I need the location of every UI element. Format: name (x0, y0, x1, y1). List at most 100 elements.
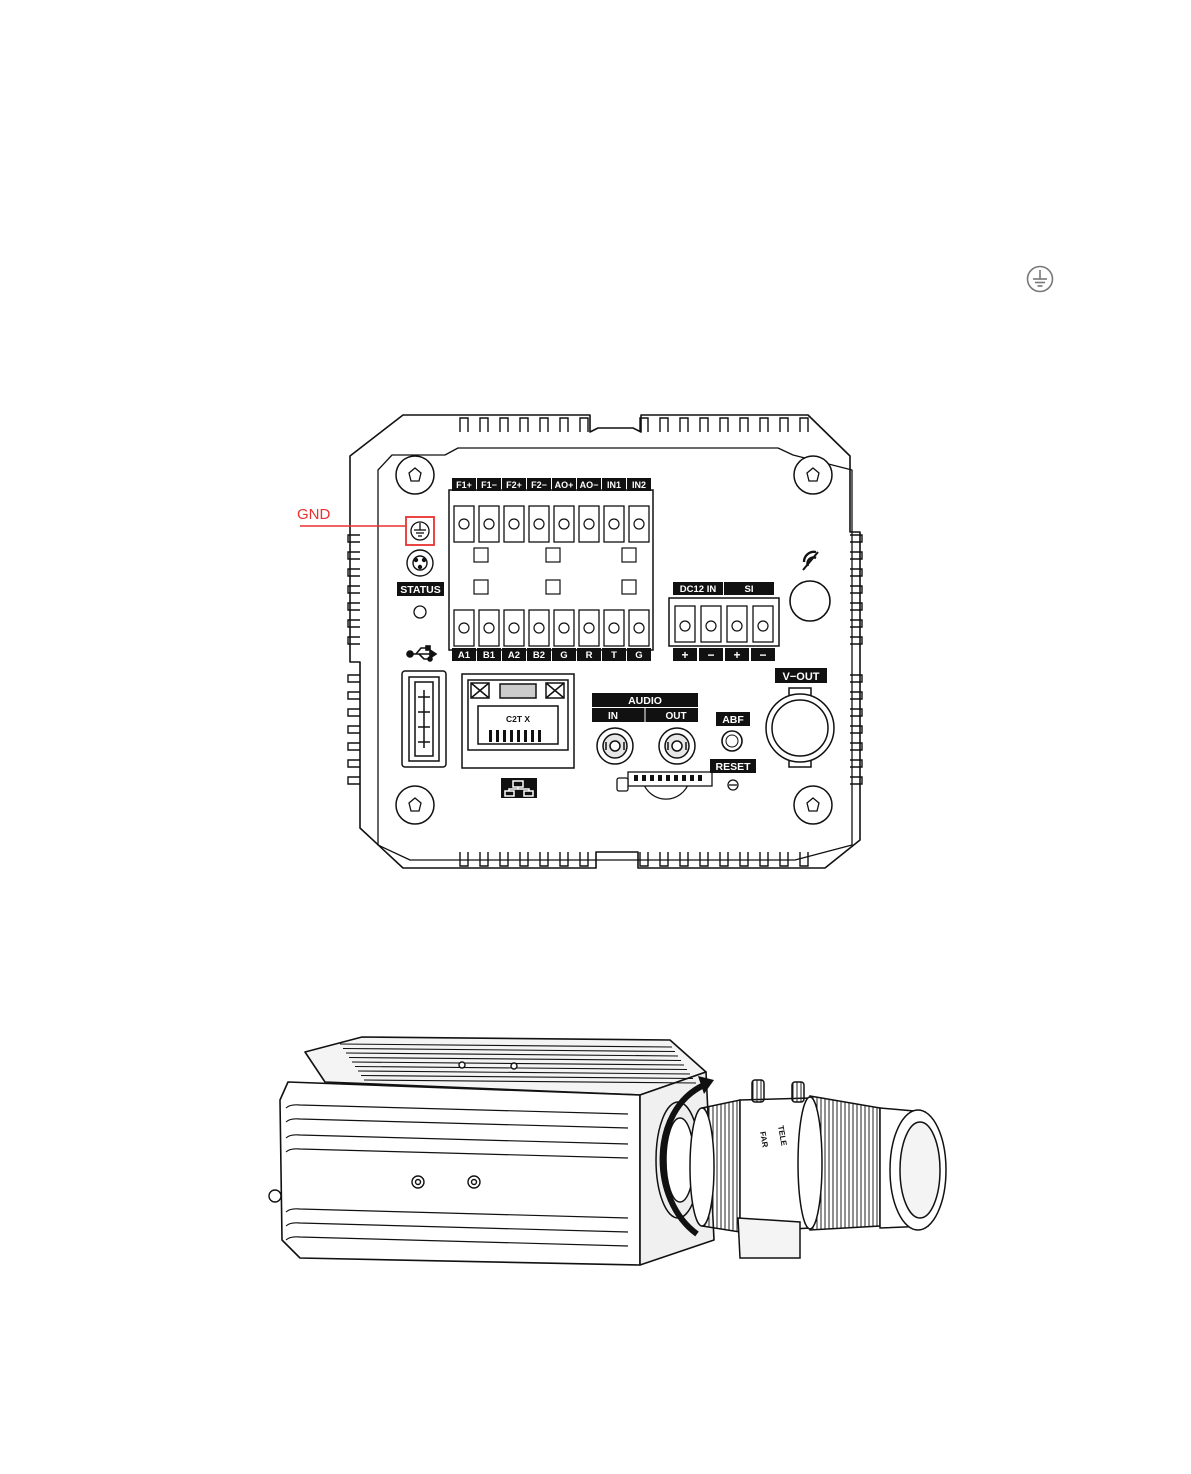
terminal-latch (474, 548, 488, 562)
terminal-bottom-label: B2 (533, 650, 545, 661)
status-label: STATUS (400, 584, 440, 596)
sd-pin (666, 775, 670, 781)
lan-pin (538, 730, 541, 742)
fin (580, 852, 588, 866)
terminal-top-label: IN2 (632, 480, 646, 490)
sd-pin (658, 775, 662, 781)
sd-pin (650, 775, 654, 781)
audio-out-jack (659, 728, 695, 764)
terminal-bottom-label: R (586, 650, 593, 661)
fin (700, 418, 708, 432)
fin (680, 852, 688, 866)
fin (640, 852, 648, 866)
fin (740, 852, 748, 866)
reset-label: RESET (715, 761, 751, 773)
fin (540, 418, 548, 432)
terminal-bottom-label: A2 (508, 650, 520, 661)
terminal-latch (622, 580, 636, 594)
power-terminal-block: DC12 IN SI + − + − (669, 582, 779, 662)
terminal-latch (546, 580, 560, 594)
fin (560, 418, 568, 432)
fin (348, 777, 360, 784)
terminal-top-label: F2− (531, 480, 547, 490)
ground-circle-icon (1025, 264, 1055, 294)
screw (794, 456, 832, 494)
vout-connector (766, 688, 834, 767)
fin (660, 418, 668, 432)
status-led (414, 606, 426, 618)
abf-button (722, 731, 742, 751)
audio-out-label: OUT (665, 711, 686, 722)
fin (348, 726, 360, 733)
fin (740, 418, 748, 432)
terminal-top-label: AO− (580, 480, 599, 490)
fin (480, 418, 488, 432)
audio-in-jack (597, 728, 633, 764)
power-sign: + (733, 648, 740, 662)
fin (800, 418, 808, 432)
wireless-icon (803, 552, 818, 570)
fin (540, 852, 548, 866)
power-group-label: SI (745, 584, 754, 595)
lan-pin (510, 730, 513, 742)
audio-in-label: IN (608, 711, 618, 722)
screw (794, 786, 832, 824)
terminal-top-label: F1+ (456, 480, 472, 490)
terminal-bottom-label: G (635, 650, 642, 661)
terminal-bottom-label: T (611, 650, 617, 661)
terminal-top-label: F1− (481, 480, 497, 490)
fin (700, 852, 708, 866)
terminal-top-label: AO+ (555, 480, 574, 490)
fin (520, 852, 528, 866)
sd-pin (682, 775, 686, 781)
fin (480, 852, 488, 866)
fin (760, 418, 768, 432)
power-sign: − (707, 648, 714, 662)
fin (460, 852, 468, 866)
terminal-bottom-label: B1 (483, 650, 496, 661)
fin (580, 418, 588, 432)
lan-pin (524, 730, 527, 742)
lan-pin (531, 730, 534, 742)
terminal-latch (474, 580, 488, 594)
usb-port (402, 671, 446, 767)
fin (348, 760, 360, 767)
fin (760, 852, 768, 866)
lan-pin (503, 730, 506, 742)
fin (780, 418, 788, 432)
fin (520, 418, 528, 432)
fin (348, 675, 360, 682)
fin (680, 418, 688, 432)
status-button (407, 550, 433, 576)
lan-pin (489, 730, 492, 742)
terminal-block: F1+F1−F2+F2−AO+AO−IN1IN2A1B1A2B2GRTG (449, 478, 653, 661)
terminal-latch (546, 548, 560, 562)
lan-pin (496, 730, 499, 742)
fin (348, 743, 360, 750)
power-sign: − (759, 648, 766, 662)
fin (720, 852, 728, 866)
fin (500, 418, 508, 432)
audio-label: AUDIO (628, 695, 662, 707)
power-sign: + (681, 648, 688, 662)
usb-icon (407, 646, 436, 661)
sd-card-slot (617, 772, 712, 799)
fin (500, 852, 508, 866)
network-icon (501, 778, 537, 798)
camera-side-view: FAR TELE (265, 1025, 955, 1285)
terminal-latch (622, 548, 636, 562)
lan-pin (517, 730, 520, 742)
fin (460, 418, 468, 432)
power-group-label: DC12 IN (680, 584, 717, 595)
terminal-bottom-label: G (560, 650, 567, 661)
fin (660, 852, 668, 866)
sd-pin (690, 775, 694, 781)
abf-label: ABF (722, 714, 744, 726)
screw (396, 786, 434, 824)
terminal-bottom-label: A1 (458, 650, 471, 661)
terminal-top-label: F2+ (506, 480, 522, 490)
sd-pin (634, 775, 638, 781)
fin (720, 418, 728, 432)
fin (348, 709, 360, 716)
